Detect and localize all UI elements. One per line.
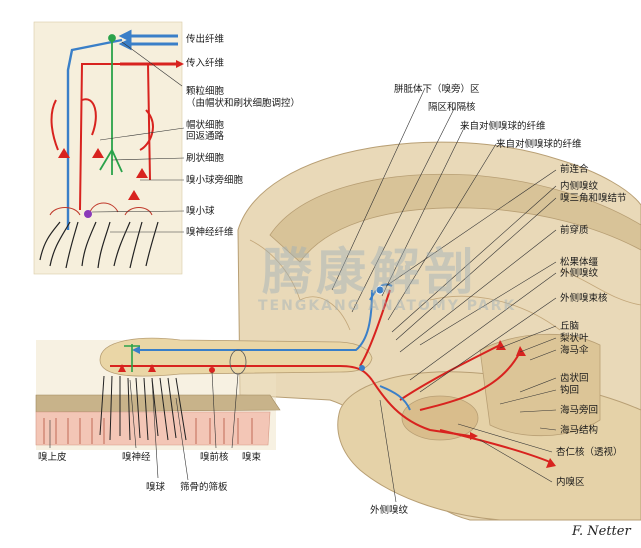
brain-section [237, 141, 641, 521]
label-contralateral-fibers-2: 来自对侧嗅球的纤维 [496, 139, 582, 150]
label-anterior-commissure: 前连合 [560, 164, 589, 175]
to-hippocampus-path [419, 351, 521, 411]
inset-nerve-fibers [39, 221, 159, 269]
inset-periglomerular-cell [84, 210, 92, 218]
label-recurrent-pathway: 回返通路 [186, 131, 225, 142]
label-olfactory-epithelium: 嗅上皮 [38, 452, 67, 463]
inset-leader-lines [91, 41, 185, 233]
amygdala [401, 395, 479, 441]
label-anterior-olfactory-nucleus: 嗅前核 [200, 452, 229, 463]
label-lateral-olfactory-stria-bottom: 外侧嗅纹 [370, 505, 409, 516]
inset-glomeruli [49, 202, 153, 216]
label-piriform-lobe: 梨状叶 [560, 333, 589, 344]
olfactory-bulb-tract [99, 337, 373, 377]
label-cribriform-plate: 筛骨的筛板 [180, 482, 228, 493]
label-septal-area: 隔区和隔核 [428, 102, 476, 113]
signature: F. Netter [571, 524, 631, 539]
label-fimbria: 海马伞 [560, 345, 589, 356]
label-olfactory-bulb: 嗅球 [146, 482, 166, 493]
central-pathways [359, 283, 551, 463]
to-piriform-path [399, 344, 501, 401]
main-leader-lines [49, 87, 557, 503]
bulb-nerve-fibers [99, 375, 187, 441]
label-lateral-tract-nucleus: 外侧嗅束核 [560, 293, 608, 304]
label-entorhinal-area: 内嗅区 [556, 477, 585, 488]
bulb-cell-bodies [118, 364, 215, 373]
label-medial-olfactory-stria: 内侧嗅纹 [560, 181, 599, 192]
label-granule-modulation: （由帽状和刷状细胞调控） [186, 98, 301, 109]
corpus-callosum [269, 173, 641, 263]
label-hippocampal-formation: 海马结构 [560, 425, 599, 436]
label-amygdala: 杏仁核（透视） [556, 447, 623, 458]
olfactory-epithelium [35, 411, 271, 446]
tract-efferent-line [140, 289, 373, 351]
label-uncus: 钩回 [560, 385, 580, 396]
lateral-stria-path [371, 379, 471, 437]
inset-red-pathways [50, 63, 154, 211]
label-glomerulus: 嗅小球 [186, 206, 215, 217]
nasal-region [35, 289, 373, 450]
label-periglomerular-cell: 嗅小球旁细胞 [186, 175, 244, 186]
inset-brush-cell [99, 34, 123, 175]
tract-junction-marker [359, 365, 365, 371]
bulb-brush-cell [124, 344, 140, 372]
label-olfactory-trigone: 嗅三角和嗅结节 [560, 193, 627, 204]
efferent-arrows [118, 29, 178, 51]
anterior-commissure-marker [375, 285, 385, 295]
label-olfactory-tract: 嗅束 [242, 452, 262, 463]
inset-cell-bodies [58, 148, 148, 200]
label-olfactory-nerve-fibers: 嗅神经纤维 [186, 227, 234, 238]
pathway-arrowheads [470, 340, 556, 468]
label-efferent-fibers: 传出纤维 [186, 34, 225, 45]
label-thalamus: 丘脑 [560, 321, 580, 332]
label-parahippocampal-gyrus: 海马旁回 [560, 405, 599, 416]
label-brush-cell: 刷状细胞 [186, 153, 225, 164]
label-olfactory-nerves: 嗅神经 [122, 452, 151, 463]
hippocampus [479, 333, 601, 437]
inset-blue-pathway [66, 38, 123, 230]
medial-stria-path [359, 289, 391, 367]
label-anterior-perforated: 前穿质 [560, 225, 589, 236]
label-granule-cell: 颗粒细胞 [186, 86, 225, 97]
label-contralateral-fibers-1: 来自对侧嗅球的纤维 [460, 121, 546, 132]
label-dentate-gyrus: 齿状回 [560, 373, 589, 384]
epithelium-cells [43, 418, 253, 444]
contralateral-blue [379, 385, 411, 411]
watermark-english: TENGKANG ANATOMY PARK [258, 298, 517, 314]
to-entorhinal-path [439, 429, 551, 463]
label-subcallosal-area: 胼胝体下（嗅旁）区 [394, 84, 480, 95]
label-tufted-cell: 帽状细胞 [186, 120, 225, 131]
label-afferent-fibers: 传入纤维 [186, 58, 225, 69]
inset-panel [33, 21, 184, 275]
cribriform-plate [35, 394, 281, 413]
label-pineal: 松果体缰 [560, 257, 599, 268]
label-lateral-olfactory-stria: 外侧嗅纹 [560, 268, 599, 279]
watermark-chinese: 腾康解剖 [262, 243, 478, 301]
